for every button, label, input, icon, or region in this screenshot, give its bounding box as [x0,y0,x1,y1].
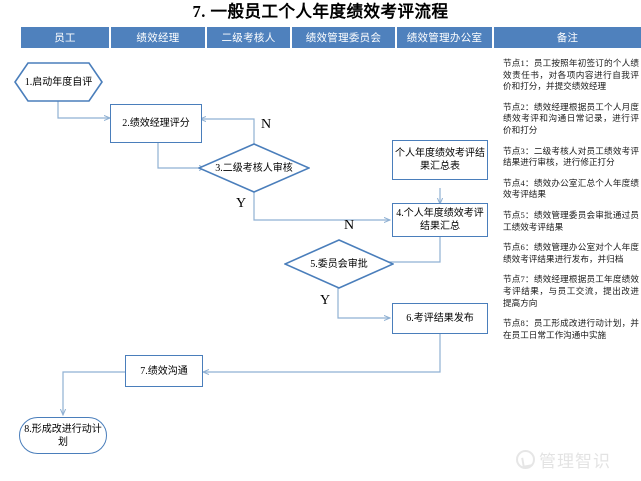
node-8-improvement-plan[interactable]: 8.形成改进行动计划 [19,417,107,454]
node-4-summary-results[interactable]: 4.个人年度绩效考评结果汇总 [392,203,488,237]
swimlane-header-committee: 绩效管理委员会 [292,27,397,48]
remark-item-7: 节点7：绩效经理根据员工年度绩效考评结果，与员工交流，提出改进提高方向 [503,274,639,308]
swimlane-header-employee: 员工 [21,27,111,48]
remark-item-3: 节点3：二级考核人对员工绩效考评结果进行审核，进行修正打分 [503,145,639,168]
doc-annual-summary-table-label: 个人年度绩效考评结果汇总表 [395,148,485,172]
watermark-logo-icon [516,450,535,469]
node-5-committee-approval[interactable]: 5.委员会审批 [284,239,394,289]
remark-item-4: 节点4：绩效办公室汇总个人年度绩效考评结果 [503,177,639,200]
remark-item-5: 节点5：绩效管理委员会审批通过员工绩效考评结果 [503,209,639,232]
remark-item-8: 节点8：员工形成改进行动计划，并在员工日常工作沟通中实施 [503,318,639,340]
node-2-manager-scoring[interactable]: 2.绩效经理评分 [110,104,202,143]
node-7-performance-communication[interactable]: 7.绩效沟通 [125,355,203,387]
swimlane-header-perf-manager: 绩效经理 [111,27,207,48]
node-2-label: 2.绩效经理评分 [122,118,190,129]
node-8-label: 8.形成改进行动计划 [24,423,102,448]
node-3-label: 3.二级考核人审核 [215,162,293,174]
remark-item-1: 节点1：员工按照年初签订的个人绩效责任书，对各项内容进行自我评价和打分，并提交绩… [503,58,639,92]
node-1-start-self-eval[interactable]: 1.启动年度自评 [14,62,103,102]
swimlane-header-office: 绩效管理办公室 [397,27,494,48]
branch-label-n3-yes: Y [236,196,247,211]
node-6-publish-results[interactable]: 6.考评结果发布 [392,303,488,334]
node-4-label: 4.个人年度绩效考评结果汇总 [396,208,484,232]
branch-label-n5-no: N [344,218,355,233]
branch-label-n3-no: N [261,117,272,132]
watermark-text: 管理智识 [539,452,611,471]
branch-label-n5-yes: Y [320,293,331,308]
watermark: 管理智识 [516,447,611,472]
remarks-column: 节点1：员工按照年初签订的个人绩效责任书，对各项内容进行自我评价和打分，并提交绩… [503,58,639,350]
remark-item-6: 节点6：绩效管理办公室对个人年度绩效考评结果进行发布，并归档 [503,242,639,264]
swimlane-header-second-level: 二级考核人 [207,27,292,48]
node-3-second-level-review[interactable]: 3.二级考核人审核 [198,143,310,193]
remark-item-2: 节点2：绩效经理根据员工个人月度绩效考评和沟通日常记录，进行评价和打分 [503,101,639,135]
node-1-label: 1.启动年度自评 [24,76,93,88]
node-7-label: 7.绩效沟通 [140,365,188,377]
doc-annual-summary-table[interactable]: 个人年度绩效考评结果汇总表 [392,140,488,180]
node-6-label: 6.考评结果发布 [406,313,474,324]
swimlane-header-remarks: 备注 [494,27,641,48]
page-title: 7. 一般员工个人年度绩效考评流程 [192,2,449,21]
swimlane-header: 员工 绩效经理 二级考核人 绩效管理委员会 绩效管理办公室 备注 [21,27,641,48]
node-5-label: 5.委员会审批 [310,258,368,270]
